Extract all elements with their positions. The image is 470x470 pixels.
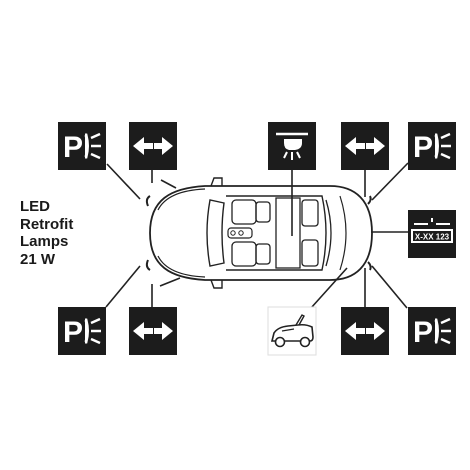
parking-light-icon [56,120,108,172]
rear-lamp-left [367,195,372,205]
cabin [226,195,327,271]
center-console [275,197,301,269]
rear-lamp-right [367,261,372,271]
parking-light-icon [406,120,458,172]
seat-front-right [231,241,257,267]
caption-line: LED [20,198,50,215]
front-lamp-right [145,259,151,271]
mirror-left [210,177,223,187]
parking-light-icon [56,305,108,357]
seat-front-left [231,199,257,225]
license-plate-light-icon: X-XX 123 [408,210,456,258]
leader-front-left-indicator-bottom-tip [159,277,181,287]
seat-rear-left [301,199,319,227]
parking-light-icon [406,305,458,357]
turn-indicator-icon [341,307,389,355]
leader-rear-right-parking [371,162,409,201]
mirror-right [210,279,223,289]
turn-indicator-icon [129,307,177,355]
car-outline [145,177,373,289]
turn-indicator-icon [129,122,177,170]
seat-rear-right [301,239,319,267]
trunk-light-icon [267,306,317,356]
turn-indicator-icon [341,122,389,170]
lamp-caption: LED Retrofit Lamps 21 W [20,198,73,268]
leader-front-left-parking [106,163,141,200]
car-body [149,185,373,281]
caption-line: 21 W [20,250,56,268]
caption-line: Retrofit [20,215,74,233]
leader-lines [105,162,409,309]
caption-line: Lamps [20,233,69,250]
leader-rear-right-parking-bottom [371,265,408,309]
license-plate-text: X-XX 123 [415,233,450,242]
front-lamp-left [145,195,151,207]
leader-front-left-indicator-tip [160,179,177,189]
windshield [206,199,225,267]
leader-front-left-parking-bottom [105,265,141,308]
leader-trunk [310,267,348,309]
interior-light-icon [266,120,318,172]
